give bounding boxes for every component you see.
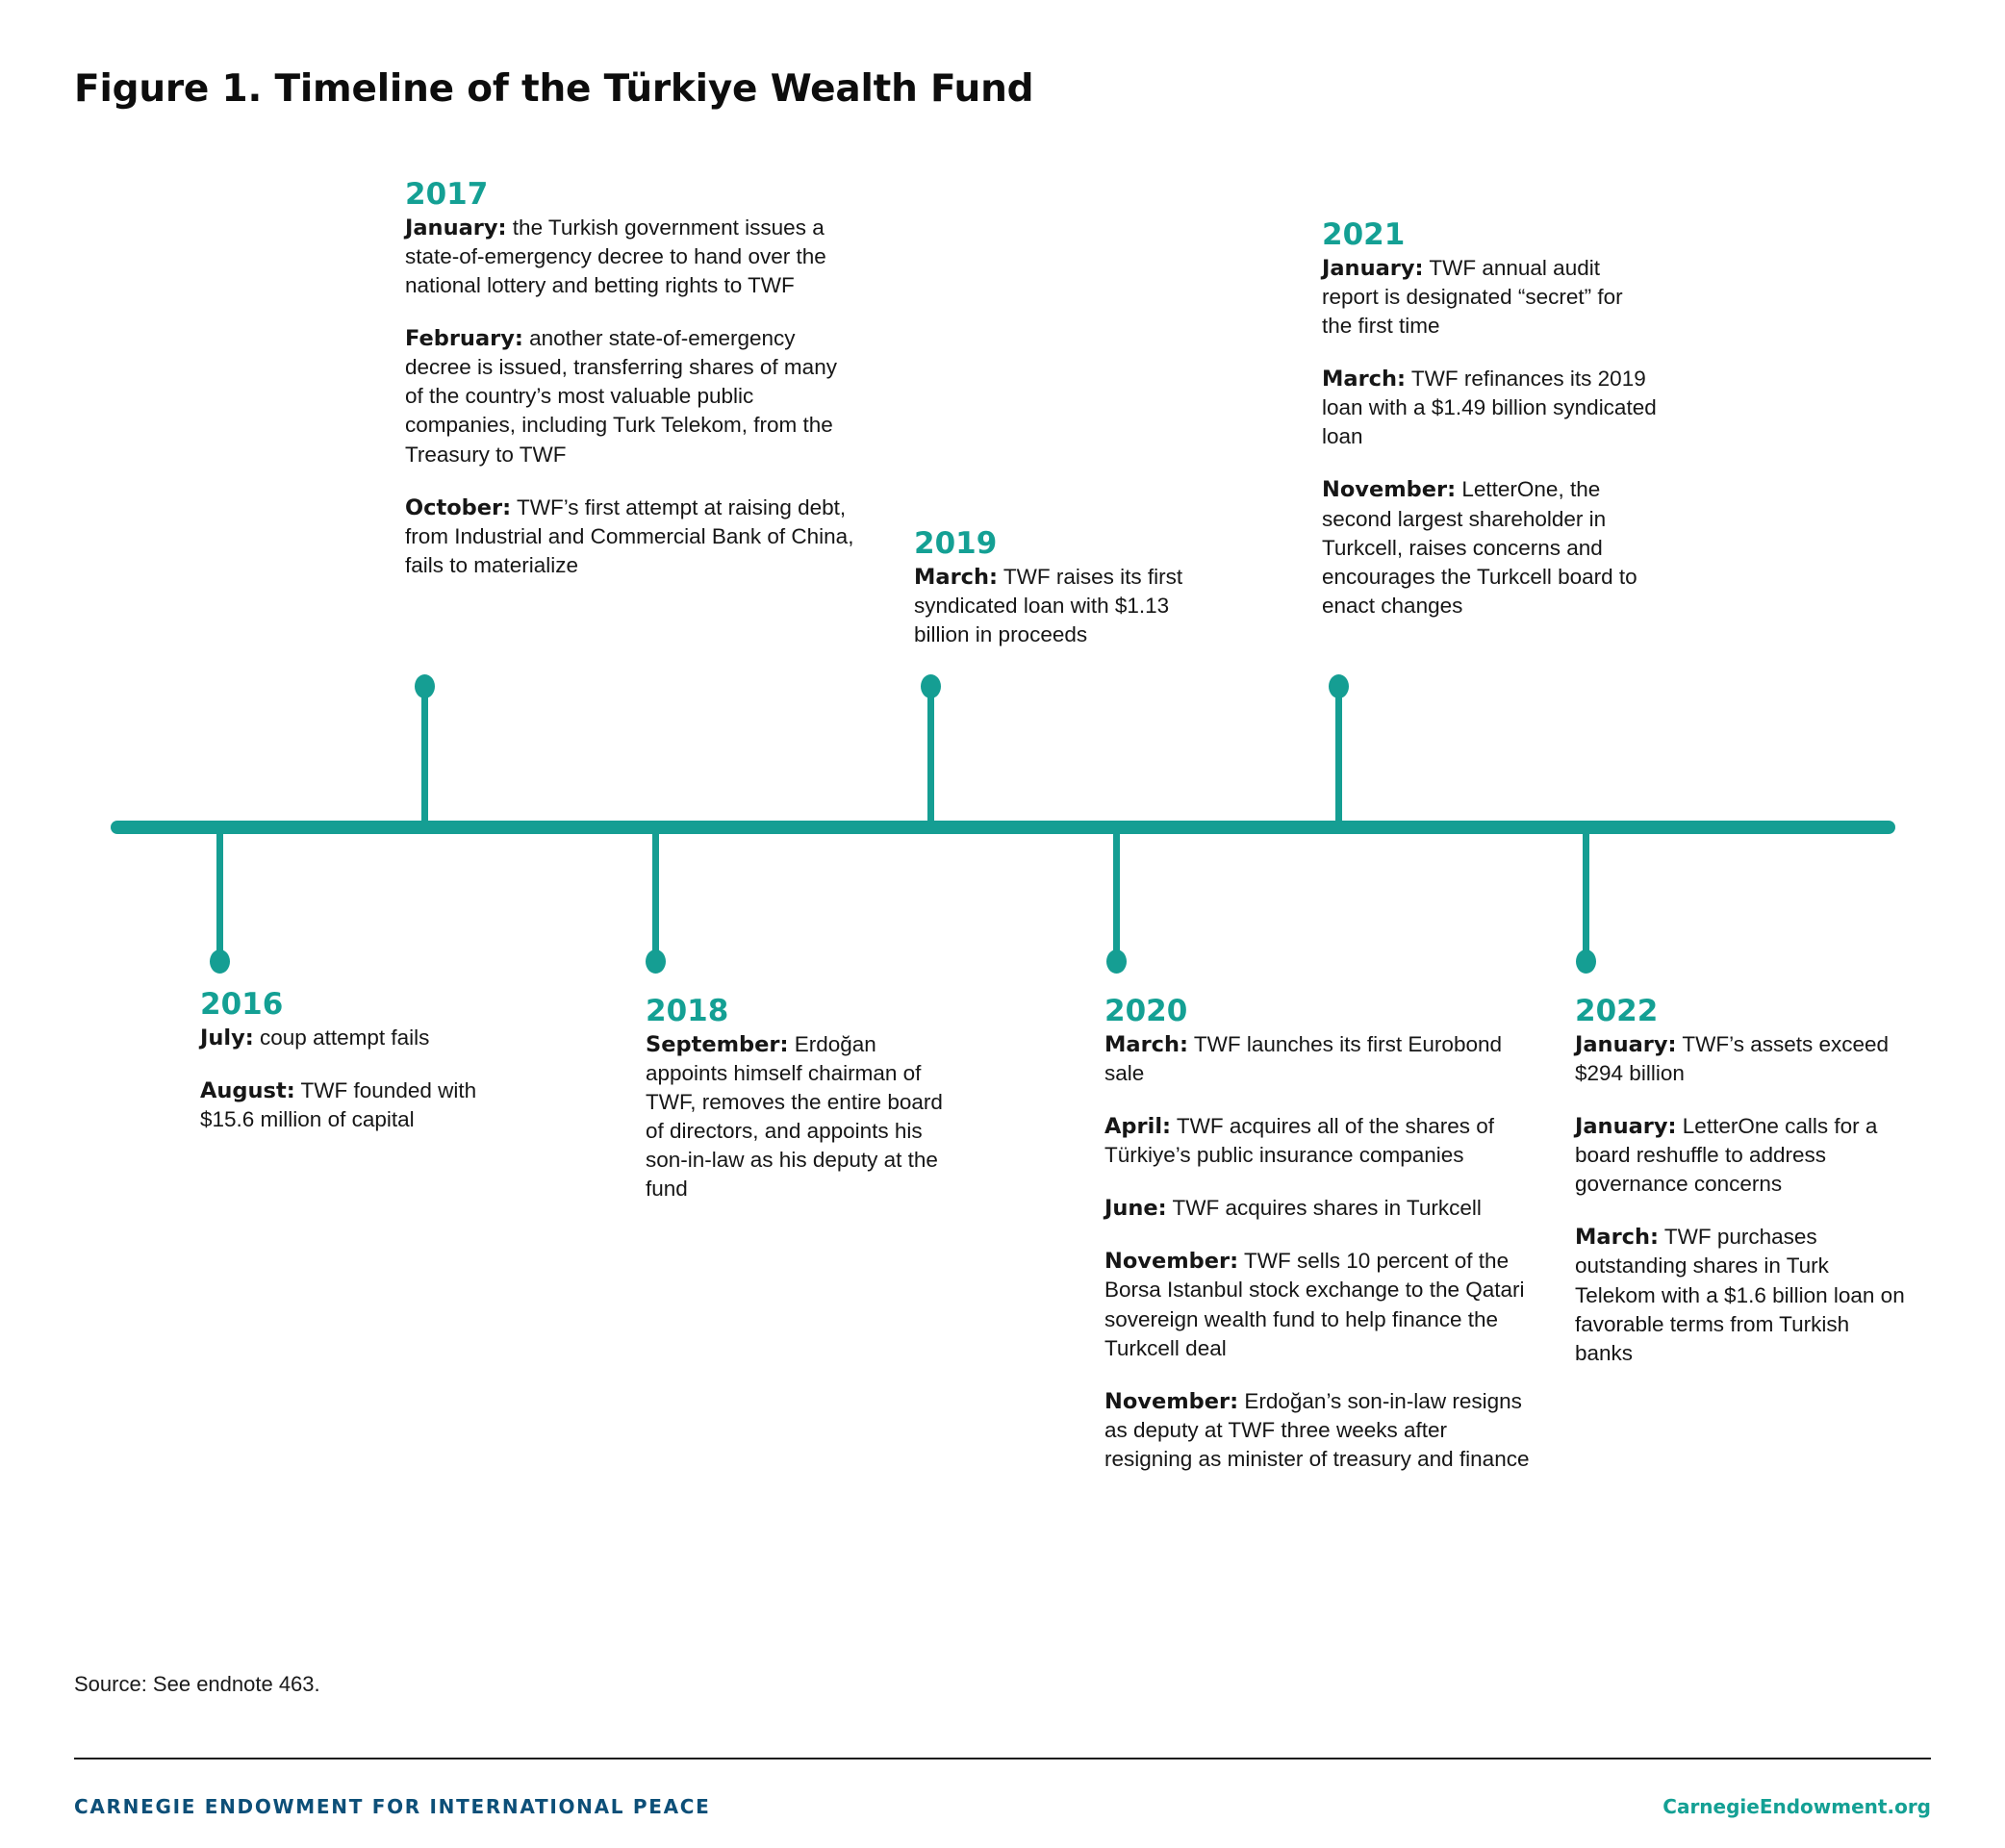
event-text: TWF refinances its 2019 loan with a $1.4… — [1322, 366, 1657, 449]
timeline-event: March: TWF refinances its 2019 loan with… — [1322, 365, 1659, 451]
timeline-event: January: TWF’s assets exceed $294 billio… — [1575, 1030, 1907, 1088]
timeline-dot-2018 — [646, 949, 666, 974]
timeline-stem-2020 — [1113, 830, 1120, 967]
timeline-dot-2017 — [415, 674, 435, 698]
event-month: March: — [914, 564, 999, 590]
timeline-event: August: TWF founded with $15.6 million o… — [200, 1076, 489, 1134]
footer-website-link[interactable]: CarnegieEndowment.org — [1662, 1795, 1931, 1818]
timeline-event: March: TWF launches its first Eurobond s… — [1104, 1030, 1537, 1088]
year-label-2022: 2022 — [1575, 994, 1659, 1028]
event-text: TWF founded with $15.6 million of capita… — [200, 1077, 477, 1131]
timeline-stem-2018 — [652, 830, 659, 967]
timeline-event: February: another state-of-emergency dec… — [405, 324, 857, 469]
event-month: July: — [200, 1025, 254, 1051]
timeline-event: July: coup attempt fails — [200, 1024, 489, 1052]
page-title: Figure 1. Timeline of the Türkiye Wealth… — [74, 67, 1034, 111]
event-month: June: — [1104, 1196, 1167, 1222]
year-label-2019: 2019 — [914, 526, 998, 561]
event-text: TWF’s assets exceed $294 billion — [1575, 1031, 1890, 1085]
event-month: January: — [405, 215, 507, 240]
timeline-event: October: TWF’s first attempt at raising … — [405, 494, 857, 580]
footer-divider — [74, 1758, 1931, 1759]
timeline-event: November: LetterOne, the second largest … — [1322, 475, 1659, 620]
event-month: January: — [1575, 1113, 1677, 1139]
timeline-event: January: LetterOne calls for a board res… — [1575, 1112, 1907, 1199]
event-month: November: — [1104, 1388, 1239, 1414]
timeline-event: November: Erdoğan’s son-in-law resigns a… — [1104, 1387, 1537, 1474]
timeline-stem-2017 — [421, 694, 428, 826]
event-text: TWF annual audit report is designated “s… — [1322, 255, 1623, 338]
timeline-event: March: TWF raises its first syndicated l… — [914, 563, 1203, 649]
timeline-stem-2022 — [1583, 830, 1589, 967]
timeline-event: April: TWF acquires all of the shares of… — [1104, 1112, 1537, 1170]
timeline-event: June: TWF acquires shares in Turkcell — [1104, 1194, 1537, 1223]
event-month: October: — [405, 494, 512, 520]
event-month: September: — [646, 1031, 789, 1057]
event-text: TWF raises its first syndicated loan wit… — [914, 564, 1183, 646]
event-text: TWF purchases outstanding shares in Turk… — [1575, 1225, 1905, 1365]
footer-organization: CARNEGIE ENDOWMENT FOR INTERNATIONAL PEA… — [74, 1795, 711, 1818]
event-text: TWF acquires shares in Turkcell — [1166, 1196, 1482, 1221]
year-label-2021: 2021 — [1322, 217, 1406, 252]
event-month: August: — [200, 1077, 295, 1103]
timeline-event: March: TWF purchases outstanding shares … — [1575, 1223, 1907, 1368]
year-label-2016: 2016 — [200, 987, 284, 1022]
year-label-2018: 2018 — [646, 994, 729, 1028]
event-month: January: — [1575, 1031, 1677, 1057]
year-label-2017: 2017 — [405, 177, 489, 212]
event-text: LetterOne, the second largest shareholde… — [1322, 477, 1637, 618]
timeline-event: November: TWF sells 10 percent of the Bo… — [1104, 1247, 1537, 1363]
timeline-event: January: the Turkish government issues a… — [405, 214, 857, 300]
event-text: another state-of-emergency decree is iss… — [405, 325, 837, 467]
event-text: Erdoğan’s son-in-law resigns as deputy a… — [1104, 1388, 1530, 1472]
event-month: January: — [1322, 255, 1424, 281]
timeline-dot-2020 — [1106, 949, 1127, 974]
timeline-dot-2016 — [210, 949, 230, 974]
event-text: LetterOne calls for a board reshuffle to… — [1575, 1113, 1878, 1197]
timeline-event: September: Erdoğan appoints himself chai… — [646, 1030, 963, 1204]
event-month: November: — [1104, 1249, 1239, 1275]
event-text: the Turkish government issues a state-of… — [405, 215, 826, 297]
timeline-stem-2021 — [1335, 694, 1342, 826]
year-label-2020: 2020 — [1104, 994, 1188, 1028]
timeline-axis — [111, 821, 1895, 834]
source-note: Source: See endnote 463. — [74, 1672, 320, 1696]
timeline-stem-2016 — [216, 830, 223, 967]
event-month: November: — [1322, 477, 1457, 503]
event-text: TWF’s first attempt at raising debt, fro… — [405, 494, 854, 577]
event-month: March: — [1322, 366, 1407, 392]
event-text: TWF acquires all of the shares of Türkiy… — [1104, 1113, 1495, 1167]
event-text: TWF sells 10 percent of the Borsa Istanb… — [1104, 1249, 1525, 1360]
timeline-stem-2019 — [927, 694, 934, 826]
event-text: TWF launches its first Eurobond sale — [1104, 1031, 1502, 1085]
timeline-dot-2021 — [1329, 674, 1349, 698]
timeline-event: January: TWF annual audit report is desi… — [1322, 254, 1659, 341]
timeline-dot-2019 — [921, 674, 941, 698]
event-text: coup attempt fails — [253, 1025, 430, 1050]
event-month: February: — [405, 325, 523, 351]
event-month: March: — [1575, 1225, 1660, 1251]
timeline-dot-2022 — [1576, 949, 1596, 974]
event-month: April: — [1104, 1113, 1172, 1139]
event-month: March: — [1104, 1031, 1189, 1057]
event-text: Erdoğan appoints himself chairman of TWF… — [646, 1031, 943, 1202]
